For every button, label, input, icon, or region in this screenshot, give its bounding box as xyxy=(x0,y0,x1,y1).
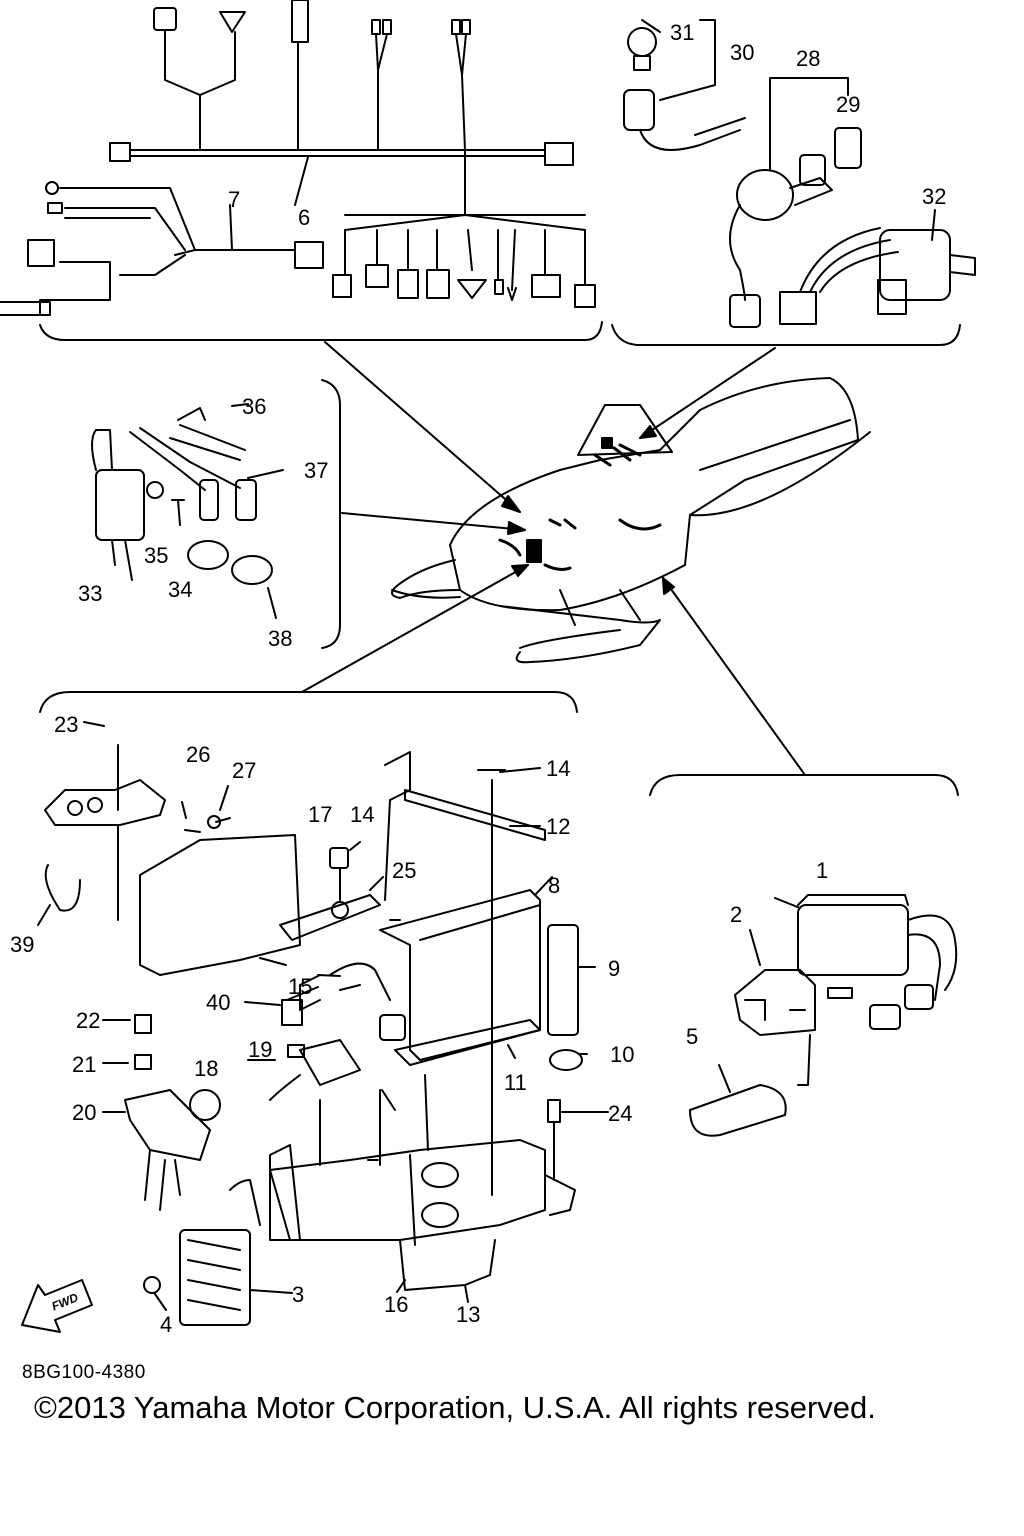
part-label-21: 21 xyxy=(72,1052,96,1077)
part-label-30: 30 xyxy=(730,40,754,65)
part-label-32: 32 xyxy=(922,184,946,209)
part-label-18: 18 xyxy=(194,1056,218,1081)
part-label-5: 5 xyxy=(686,1024,698,1049)
leader-line-cdi xyxy=(663,578,805,775)
part-label-19: 19 xyxy=(248,1037,272,1062)
part-label-9: 9 xyxy=(608,956,620,981)
part-label-7: 7 xyxy=(228,187,240,212)
part-label-4: 4 xyxy=(160,1312,172,1337)
wire-harness-illustration xyxy=(0,0,595,315)
part-label-34: 34 xyxy=(168,577,192,602)
leader-line-electrical xyxy=(302,565,528,692)
part-label-3: 3 xyxy=(292,1282,304,1307)
part-labels: 1 2 3 4 5 6 7 8 9 10 11 12 13 14 14 15 1… xyxy=(10,20,946,1337)
part-label-36: 36 xyxy=(242,394,266,419)
part-label-2: 2 xyxy=(730,902,742,927)
part-label-27: 27 xyxy=(232,758,256,783)
part-label-15: 15 xyxy=(288,974,312,999)
part-label-16: 16 xyxy=(384,1292,408,1317)
bracket-electrical-box xyxy=(40,692,577,712)
part-label-26: 26 xyxy=(186,742,210,767)
copyright-notice: ©2013 Yamaha Motor Corporation, U.S.A. A… xyxy=(34,1390,876,1425)
part-label-33: 33 xyxy=(78,581,102,606)
part-label-13: 13 xyxy=(456,1302,480,1327)
part-label-12: 12 xyxy=(546,814,570,839)
bracket-switches xyxy=(612,325,960,345)
part-label-17: 17 xyxy=(308,802,332,827)
part-label-37: 37 xyxy=(304,458,328,483)
bracket-ignition xyxy=(322,380,340,648)
part-label-23: 23 xyxy=(54,712,78,737)
part-label-14-top: 14 xyxy=(546,756,570,781)
part-label-8: 8 xyxy=(548,873,560,898)
part-label-25: 25 xyxy=(392,858,416,883)
part-label-31: 31 xyxy=(670,20,694,45)
electrical-box-illustration xyxy=(38,745,582,1325)
leader-line-switches xyxy=(640,348,775,438)
part-label-39: 39 xyxy=(10,932,34,957)
part-label-35: 35 xyxy=(144,543,168,568)
bracket-wire-harness xyxy=(40,322,602,340)
part-label-10: 10 xyxy=(610,1042,634,1067)
leader-line-harness xyxy=(325,342,520,512)
part-label-11: 11 xyxy=(504,1070,527,1095)
part-label-24: 24 xyxy=(608,1101,632,1126)
fwd-arrow-icon xyxy=(22,1280,92,1332)
cdi-unit-illustration xyxy=(690,895,956,1136)
part-label-6: 6 xyxy=(298,205,310,230)
part-label-29: 29 xyxy=(836,92,860,117)
diagram-code: 8BG100-4380 xyxy=(22,1362,146,1383)
snowmobile-illustration xyxy=(392,378,870,662)
part-label-38: 38 xyxy=(268,626,292,651)
part-label-28: 28 xyxy=(796,46,820,71)
fwd-label: FWD xyxy=(50,1290,81,1313)
part-label-14: 14 xyxy=(350,802,374,827)
part-label-20: 20 xyxy=(72,1100,96,1125)
part-label-1: 1 xyxy=(816,858,828,883)
ignition-coil-illustration xyxy=(92,404,283,618)
switches-illustration xyxy=(624,20,975,327)
part-label-22: 22 xyxy=(76,1008,100,1033)
leader-line-ignition xyxy=(342,513,525,530)
part-label-40: 40 xyxy=(206,990,230,1015)
bracket-cdi xyxy=(650,775,958,795)
